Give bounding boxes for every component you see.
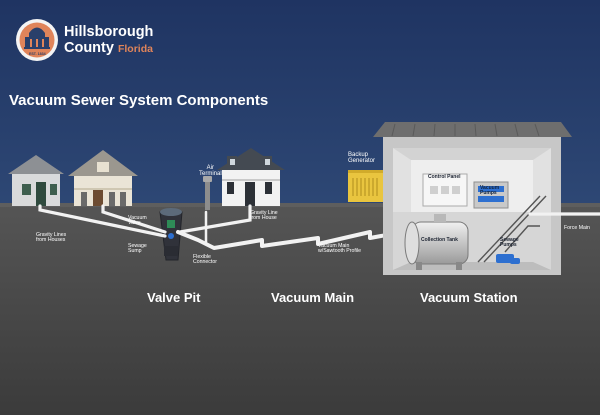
caption-vacuum-station: Vacuum Station bbox=[420, 290, 518, 305]
vacuum-station-building bbox=[373, 122, 572, 275]
state-word: Florida bbox=[117, 43, 153, 55]
county-name-line2: County Florida bbox=[64, 40, 153, 57]
vacuum-main-pipe bbox=[176, 210, 416, 250]
caption-vacuum-main: Vacuum Main bbox=[271, 290, 355, 305]
county-seal-logo bbox=[16, 19, 58, 61]
label-backup-generator: Backup Generator bbox=[348, 152, 376, 165]
county-word: County bbox=[64, 40, 114, 56]
label-control-panel: Control Panel bbox=[428, 174, 461, 180]
label-sewage-pumps: Sewage Pumps bbox=[500, 237, 519, 249]
label-sewage-sump: Sewage Sump bbox=[128, 243, 147, 255]
air-terminal bbox=[203, 176, 212, 210]
backup-generator bbox=[348, 170, 384, 202]
label-gravity-line-from-house: Gravity Line from House bbox=[250, 210, 278, 222]
label-force-main: Force Main bbox=[564, 225, 590, 231]
caption-valve-pit: Valve Pit bbox=[147, 290, 201, 305]
collection-tank bbox=[404, 214, 469, 270]
label-flexible-connector: Flexible Connector bbox=[193, 254, 217, 266]
county-name-line1: Hillsborough bbox=[64, 24, 154, 40]
gravity-lines-from-houses bbox=[38, 204, 252, 238]
house-1 bbox=[8, 155, 64, 206]
ground-surface bbox=[0, 203, 600, 207]
label-vacuum-main-sawtooth: Vacuum Main w/Sawtooth Profile bbox=[318, 243, 361, 255]
label-gravity-lines-from-houses: Gravity Lines from Houses bbox=[36, 232, 67, 244]
label-air-terminal: Air Terminal bbox=[199, 165, 222, 178]
label-collection-tank: Collection Tank bbox=[421, 237, 458, 243]
page-title: Vacuum Sewer System Components bbox=[9, 92, 269, 109]
sewage-pumps bbox=[496, 254, 520, 264]
valve-pit-shaft bbox=[159, 208, 183, 261]
seal-text: EST. 1834 bbox=[29, 52, 46, 56]
house-2 bbox=[68, 150, 138, 206]
label-vacuum-valve: Vacuum Valve bbox=[128, 215, 147, 227]
label-vacuum-pumps: Vacuum Pumps bbox=[480, 185, 500, 197]
house-3 bbox=[217, 148, 285, 206]
